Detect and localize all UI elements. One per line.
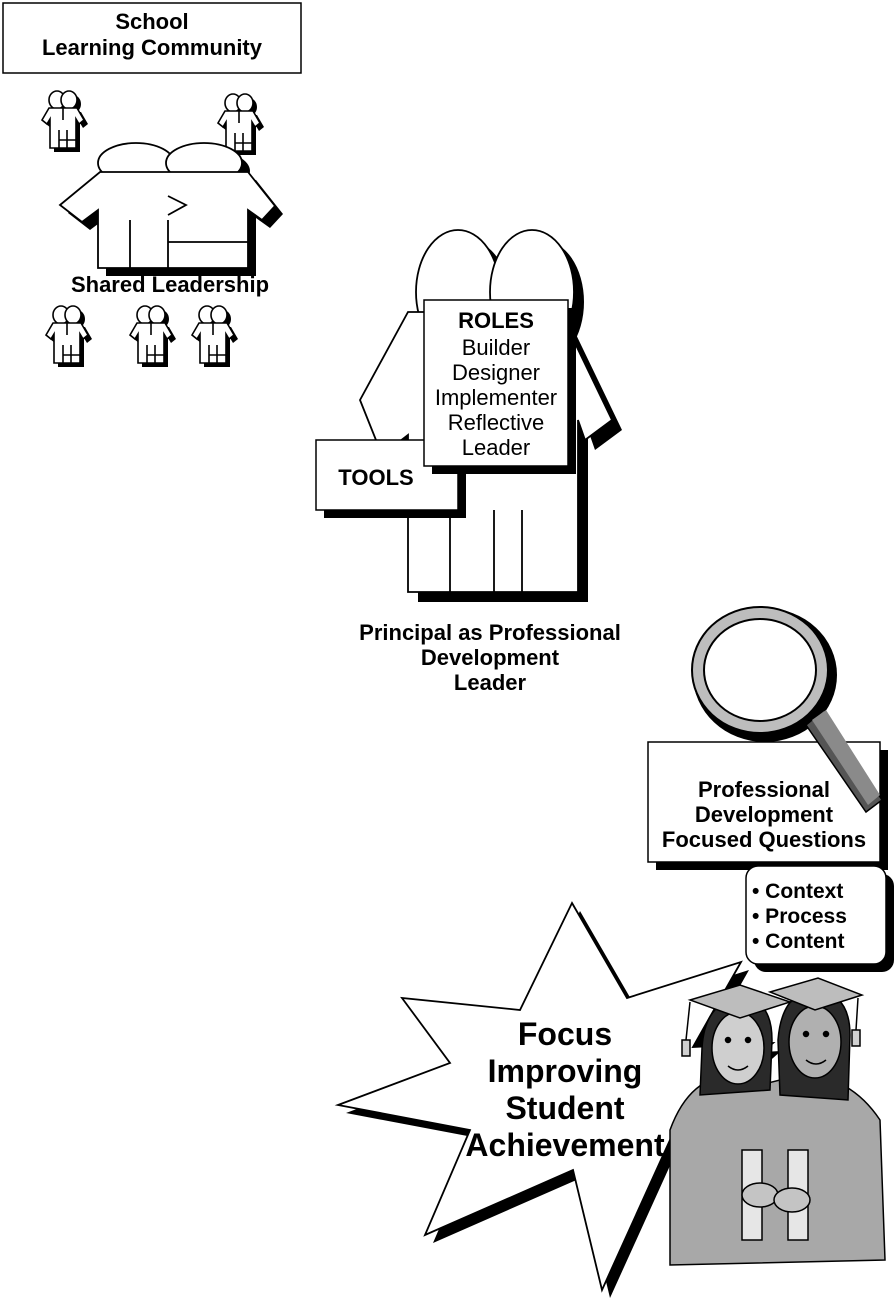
community-title-line2: Learning Community (41, 35, 262, 60)
magnifying-glass-icon (691, 606, 837, 742)
shared-leadership-caption: Shared Leadership (70, 272, 270, 297)
graduates-icon (669, 977, 886, 1266)
community-title-box (2, 2, 302, 74)
focus-line3: Student (505, 1090, 625, 1126)
questions-line1: Professional (697, 777, 831, 802)
role-item: Leader (461, 435, 531, 460)
bullet-item: • Context (752, 880, 844, 903)
questions-line3: Focused Questions (661, 827, 867, 852)
magnifier-handle (804, 708, 884, 814)
bullet-item: • Process (752, 905, 847, 928)
focus-line1: Focus (517, 1016, 613, 1052)
principal-caption-line1: Principal as Professional (359, 620, 621, 645)
principal-caption-line3: Leader (453, 670, 527, 695)
principal-caption-line2: Development (420, 645, 560, 670)
focus-line4: Achievement (465, 1127, 665, 1163)
tools-label: TOOLS (338, 465, 414, 490)
role-item: Builder (461, 335, 531, 360)
role-item: Implementer (434, 385, 558, 410)
questions-line2: Development (694, 802, 834, 827)
roles-heading: ROLES (458, 308, 534, 333)
role-item: Designer (451, 360, 541, 385)
community-title-line1: School (115, 9, 189, 34)
focus-line2: Improving (487, 1053, 643, 1089)
bullets-box (745, 865, 894, 972)
role-item: Reflective (447, 410, 545, 435)
roles-box (423, 299, 576, 474)
bullet-item: • Content (752, 930, 845, 953)
people-group-icon (41, 90, 283, 368)
